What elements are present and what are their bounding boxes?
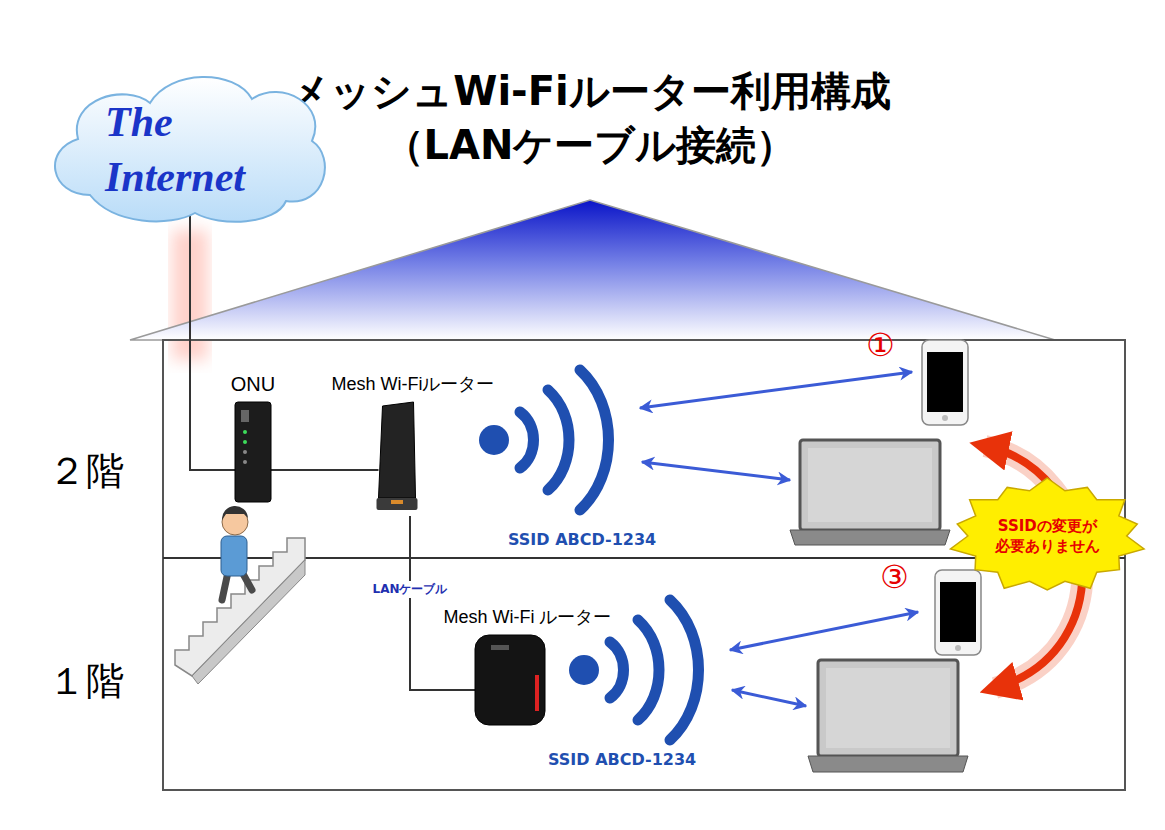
cable-line <box>280 469 328 471</box>
node-label: Mesh Wi-Fi ルーター <box>444 605 612 629</box>
router-accent <box>535 675 539 711</box>
mesh-router: Mesh Wi-Fiルーター <box>328 372 498 516</box>
floor-label: １階 <box>48 656 124 707</box>
person-figure <box>221 506 252 600</box>
onu-device-body <box>226 402 280 502</box>
smartphone <box>922 340 968 425</box>
diagram-title: メッシュWi-Fiルーター利用構成 （LANケーブル接続） <box>240 64 940 172</box>
smartphone <box>935 570 981 655</box>
floor-label: ２階 <box>48 446 124 497</box>
laptop <box>808 660 968 772</box>
wifi-symbol <box>638 620 659 720</box>
cable-label: LANケーブル <box>371 581 450 598</box>
cable-stub <box>328 469 379 471</box>
mesh-router: Mesh Wi-Fi ルーター <box>425 605 630 729</box>
status-lamp <box>243 460 247 464</box>
laptop <box>808 448 932 522</box>
internet-cloud: The Internet <box>30 65 330 225</box>
router-case <box>379 402 416 498</box>
laptop <box>790 440 950 545</box>
callout-burst: SSIDの変更が 必要ありません <box>948 478 1147 594</box>
cable-stub <box>425 689 475 691</box>
laptop <box>800 440 940 530</box>
router-stand <box>377 498 418 510</box>
laptop <box>808 756 968 772</box>
cable-stub <box>226 469 235 471</box>
status-lamp <box>243 450 247 454</box>
ssid-label: SSID ABCD-1234 <box>508 530 656 549</box>
callout-number: ③ <box>880 558 909 596</box>
ssid-label: SSID ABCD-1234 <box>548 750 696 769</box>
wifi-symbol <box>610 642 624 698</box>
smartphone <box>955 645 961 651</box>
person-figure <box>222 506 248 520</box>
onu-case <box>235 402 271 502</box>
node-label: SSIDの変更が 必要ありません <box>980 516 1115 556</box>
smartphone <box>942 415 948 421</box>
person-figure <box>221 536 247 576</box>
burst-outline <box>950 478 1144 590</box>
wifi-symbol <box>569 655 599 685</box>
smartphone <box>940 582 976 642</box>
wireless-arrow <box>640 372 912 408</box>
wireless-arrow <box>732 690 806 706</box>
callout-burst-shape <box>948 478 1147 594</box>
router-logo <box>491 645 509 650</box>
wifi-symbol <box>479 425 509 455</box>
router-case <box>475 635 545 725</box>
callout-number: ① <box>866 326 895 364</box>
cable-stub <box>271 469 280 471</box>
router-led <box>391 500 403 504</box>
mesh-router-body <box>425 635 545 725</box>
wifi-symbol <box>580 370 609 510</box>
smartphone <box>922 340 968 425</box>
roof <box>130 200 1055 340</box>
mesh-router-body <box>328 402 418 510</box>
cable-line <box>190 213 226 470</box>
onu-device: ONU <box>226 372 280 506</box>
internet-cloud-shape <box>30 65 330 225</box>
wifi-symbol <box>548 390 569 490</box>
cable-line <box>410 516 425 690</box>
status-lamp <box>243 440 247 444</box>
laptop <box>790 530 950 545</box>
wireless-arrow <box>730 612 918 650</box>
laptop <box>818 660 958 756</box>
cloud-outline <box>55 77 325 222</box>
status-lamp <box>243 430 247 434</box>
wireless-arrow <box>642 462 790 480</box>
smartphone <box>927 352 963 412</box>
wifi-symbol <box>670 600 699 740</box>
node-label: Mesh Wi-Fiルーター <box>332 372 495 396</box>
node-label: The Internet <box>105 95 315 205</box>
wifi-symbol <box>479 370 609 510</box>
node-label: ONU <box>231 372 275 396</box>
onu-badge <box>241 410 249 422</box>
stairs <box>192 560 305 684</box>
laptop <box>826 668 950 748</box>
smartphone <box>935 570 981 655</box>
wifi-symbol <box>520 412 534 468</box>
